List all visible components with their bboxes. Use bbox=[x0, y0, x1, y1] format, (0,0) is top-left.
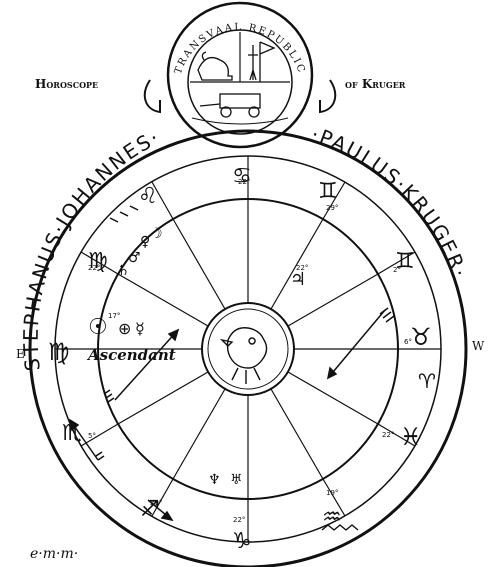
figure-icon bbox=[248, 41, 276, 82]
degree-label: 29° bbox=[326, 204, 338, 212]
arrow-right-house bbox=[327, 309, 386, 379]
ascendant-label: Ascendant bbox=[86, 346, 176, 364]
degree-label: 6° bbox=[404, 338, 412, 346]
sun-icon: ☉ bbox=[88, 315, 108, 340]
arrow-fletch-icon bbox=[95, 451, 105, 461]
degree-label: 17° bbox=[108, 312, 120, 320]
uranus-icon: ♅ bbox=[230, 472, 243, 488]
planet-glyphs: ☉ ⊕ ☿ ♀ ♂ ♄ ♃ ♆ ♅ ☽ bbox=[88, 226, 306, 488]
lion-icon bbox=[197, 51, 233, 81]
eagle-feathers bbox=[231, 367, 261, 384]
aries-icon: ♈ bbox=[418, 369, 436, 393]
signature: e·m·m· bbox=[30, 546, 78, 562]
virgo-icon: ♍ bbox=[48, 338, 70, 366]
seal-ground bbox=[191, 117, 289, 125]
wagon-icon bbox=[199, 93, 261, 118]
mars-icon: ♂ bbox=[128, 250, 141, 266]
seal-inner-circle bbox=[187, 29, 293, 135]
gemini-icon: ♊ bbox=[318, 179, 338, 204]
seal-outer-circle bbox=[166, 1, 314, 149]
degree-label: 22° bbox=[382, 431, 394, 439]
arrows bbox=[68, 205, 395, 522]
center-circle bbox=[201, 302, 295, 396]
moon-icon: ☽ bbox=[150, 226, 163, 242]
leo-icon: ♌ bbox=[138, 184, 158, 209]
taurus-icon: ♉ bbox=[410, 323, 432, 351]
capricorn-icon: ♑ bbox=[232, 529, 252, 554]
arrow-fletch-icon bbox=[379, 307, 395, 323]
eagle-icon bbox=[219, 327, 268, 369]
gemini-icon-2: ♊ bbox=[395, 249, 415, 274]
earth-icon: ⊕ bbox=[118, 319, 131, 338]
aquarius-icon: ♒ bbox=[322, 505, 342, 530]
virgo-icon-2: ♍ bbox=[88, 249, 108, 274]
zodiac-glyphs: ♋ ♌ ♊ ♊ ♉ ♈ ♓ ♒ ♑ ♐ ♏ ♍ ♍ bbox=[48, 164, 436, 554]
west-marker: W bbox=[472, 339, 485, 353]
house-spokes bbox=[98, 199, 398, 499]
degree-label: 22° bbox=[88, 264, 100, 272]
arrow-head bbox=[160, 510, 174, 522]
zodiac-dividers bbox=[55, 156, 441, 542]
degree-label: 19° bbox=[326, 489, 338, 497]
pisces-icon: ♓ bbox=[400, 423, 422, 451]
sagittarius-icon: ♐ bbox=[140, 497, 160, 522]
center-inner-circle bbox=[207, 308, 289, 390]
jupiter-icon: ♃ bbox=[290, 269, 306, 290]
degree-label: 29° bbox=[150, 499, 162, 507]
scorpio-icon: ♏ bbox=[62, 421, 82, 446]
arrow-head bbox=[326, 366, 338, 380]
horoscope-label: Horoscope bbox=[35, 77, 98, 91]
degree-label: 22° bbox=[296, 264, 308, 272]
wave-decoration bbox=[321, 524, 359, 531]
degree-label: 22° bbox=[238, 178, 250, 186]
eagle-emblem bbox=[219, 327, 268, 384]
saturn-icon: ♄ bbox=[117, 263, 130, 279]
degree-label: 2° bbox=[393, 266, 401, 274]
east-marker: E bbox=[16, 347, 25, 361]
arrow-head bbox=[68, 418, 80, 432]
mercury-icon: ☿ bbox=[135, 319, 145, 338]
small-arrows bbox=[109, 205, 139, 223]
of-kruger-label: of Kruger bbox=[345, 77, 406, 91]
seal-ribbon bbox=[143, 79, 337, 114]
cancer-icon: ♋ bbox=[232, 164, 252, 189]
degree-label: 5° bbox=[88, 432, 96, 440]
arrow-head bbox=[167, 328, 180, 342]
neptune-icon: ♆ bbox=[208, 472, 221, 488]
transvaal-seal: TRANSVAAL REPUBLIC bbox=[166, 1, 314, 149]
arrow-fletch-icon bbox=[103, 389, 115, 403]
arrow-ascendant bbox=[114, 329, 179, 401]
degree-label: 22° bbox=[233, 516, 245, 524]
venus-icon: ♀ bbox=[140, 234, 150, 250]
degree-labels: 22° 29° 2° 22° 6° 22° 19° 22° 29° 5° 17°… bbox=[88, 178, 412, 524]
outer-ring-circle bbox=[28, 129, 468, 567]
